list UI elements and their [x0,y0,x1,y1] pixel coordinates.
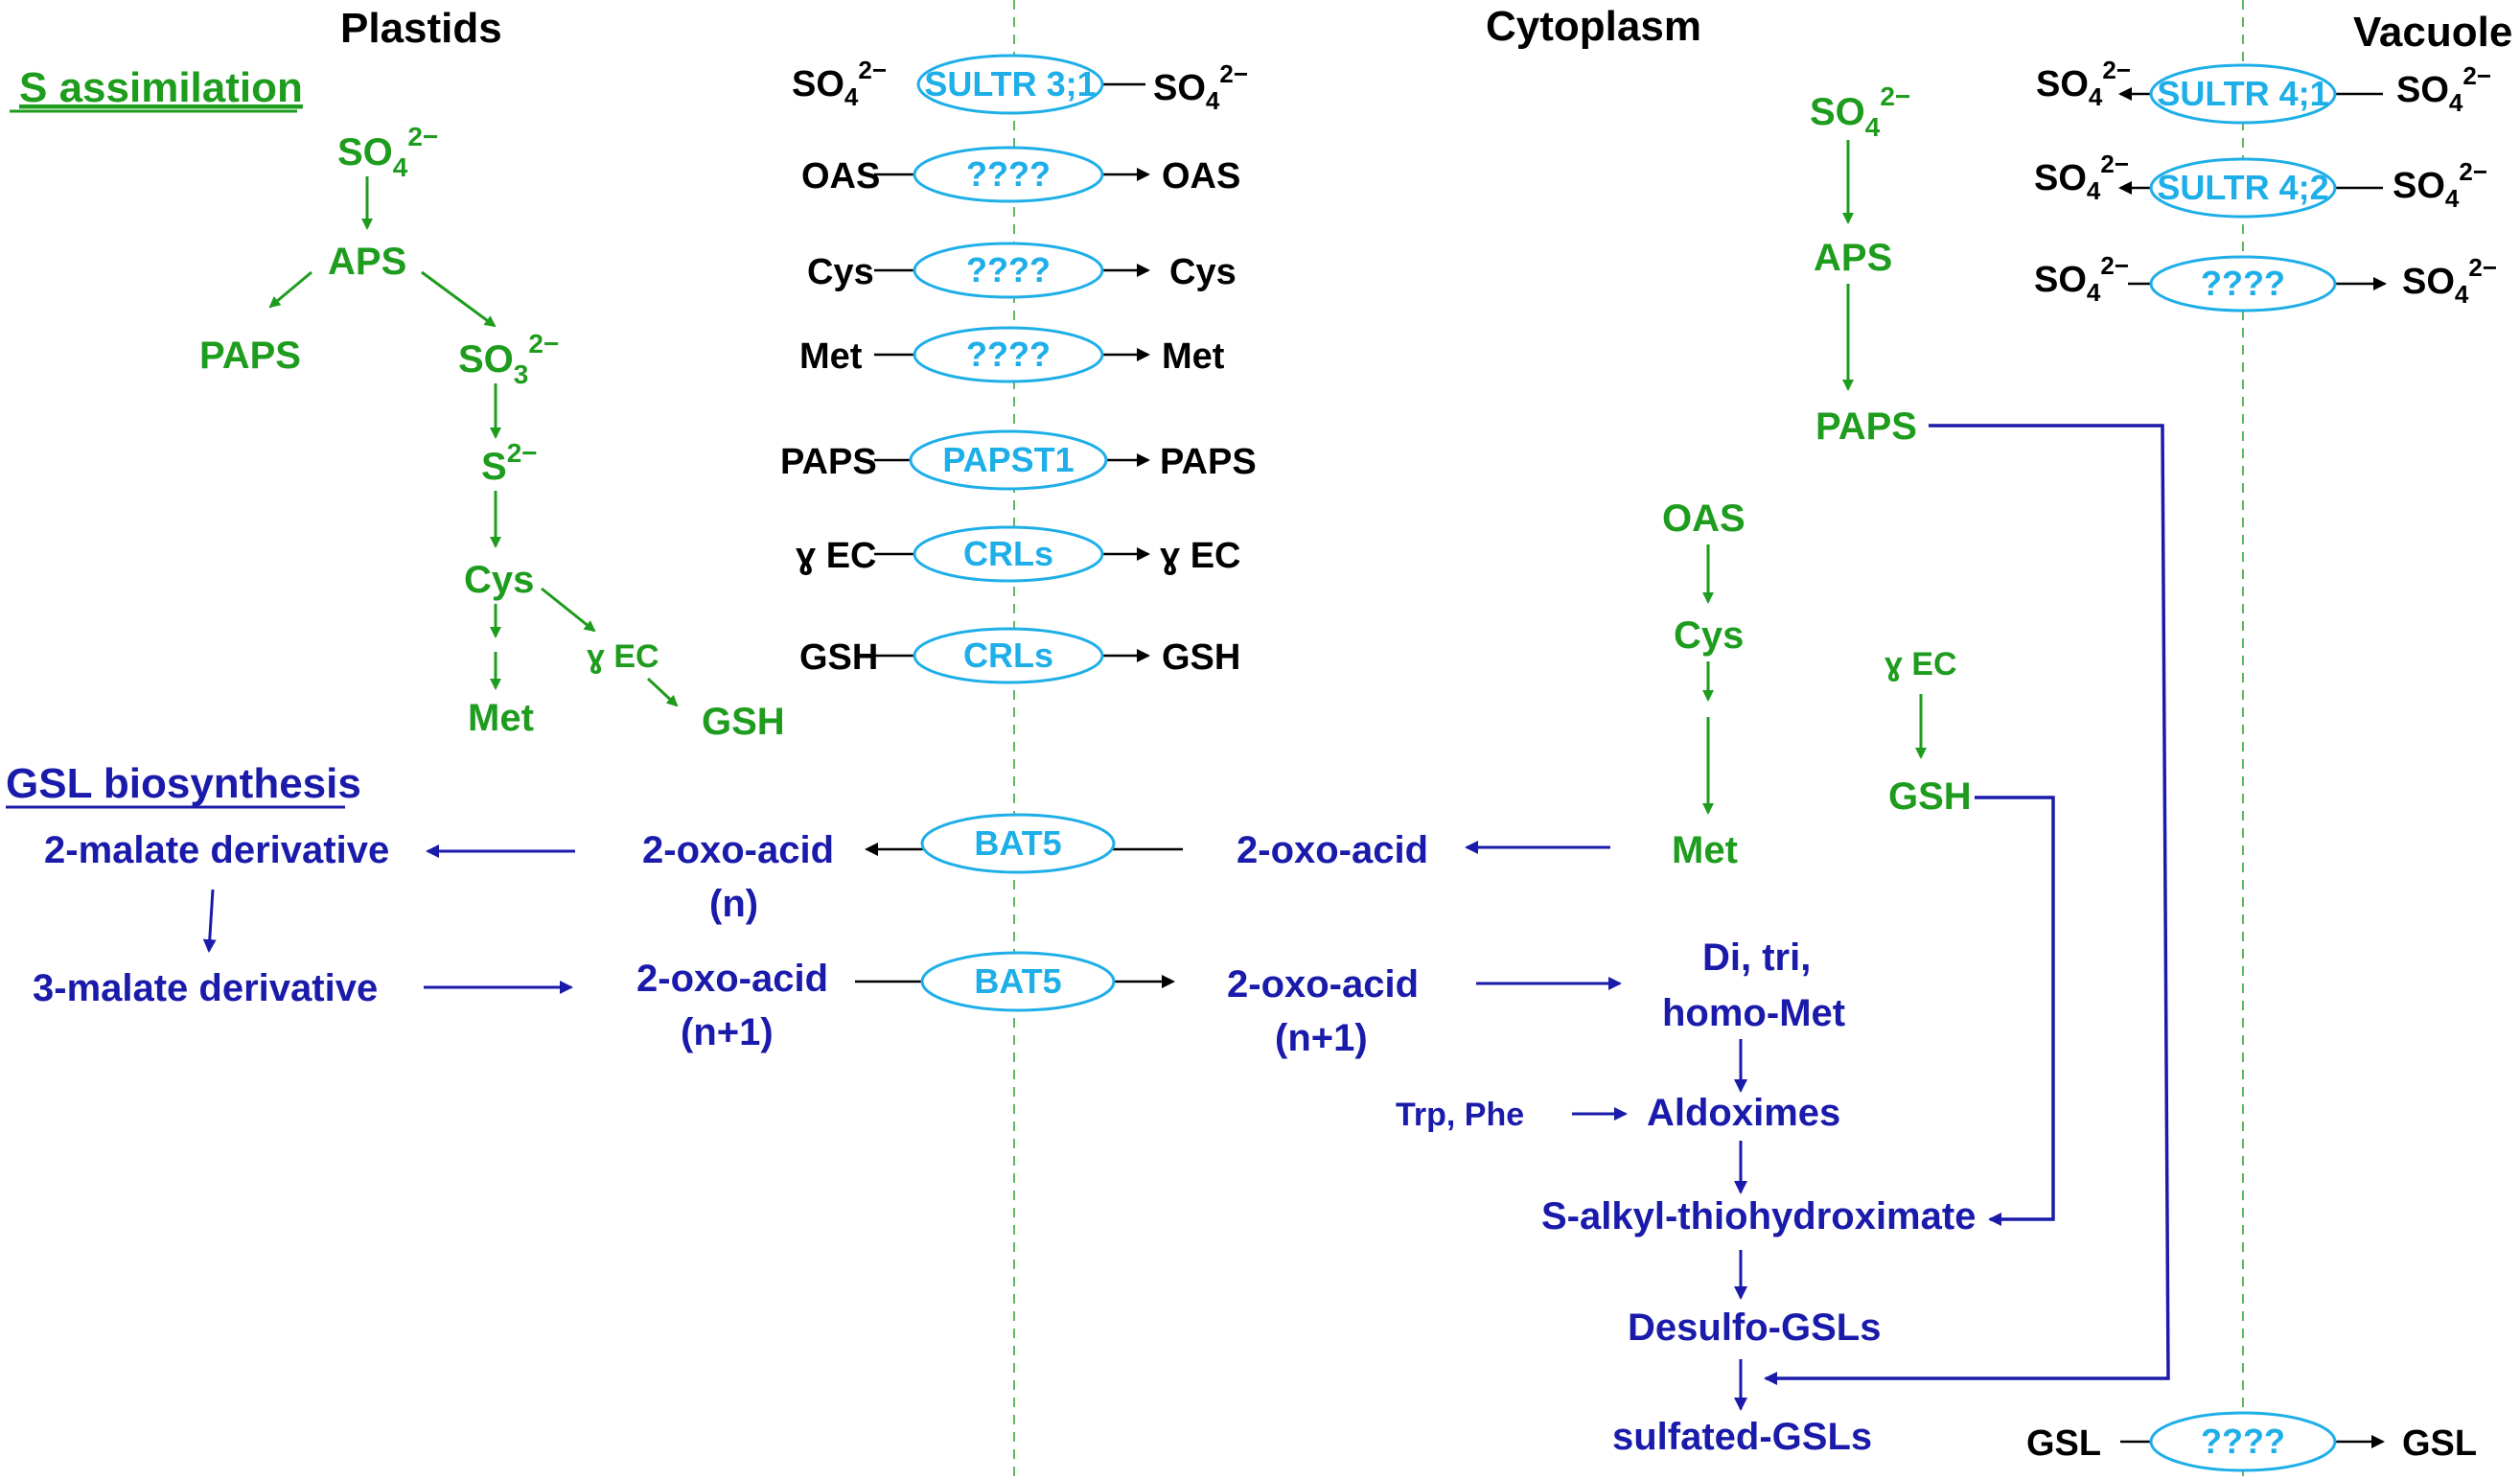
vacuole-tr-2-left: SO42− [2034,150,2129,205]
plastid-tr-6-label: CRLs [963,534,1053,573]
vacuole-tr-3-label: ???? [2201,264,2285,303]
plastid-tr-7-ellipse [913,627,1104,684]
cyto-cys: Cys [1674,614,1744,657]
cyto-oas: OAS [1662,497,1746,540]
arrow-gec-gsh [646,677,679,707]
compartment-title-plastids: Plastids [340,5,502,52]
gsl-cyto-oxo-n1-line1: 2-oxo-acid [1227,963,1419,1006]
cyto-so4: SO42− [1810,81,1910,142]
plastid-tr-3-left: Cys [807,252,874,292]
plastid-tr-1-left: SO42− [792,56,887,111]
plastid-tr-6-ellipse [913,525,1104,583]
vacuole-tr-4-left: GSL [2026,1423,2101,1464]
arrow-aps-so3 [421,270,497,328]
gsl-cyto-oxo-n1-line2: (n+1) [1275,1017,1368,1059]
plastid-met: Met [468,697,534,739]
gsl-aldoximes: Aldoximes [1647,1092,1840,1134]
gsl-oxo-n-line1: 2-oxo-acid [642,829,834,871]
plastid-s2: S2− [481,438,538,488]
plastid-tr-4-ellipse [913,326,1104,383]
connector-gsh-sat [1975,796,2055,1226]
vacuole-tr-4-label: ???? [2201,1422,2285,1461]
gsl-desulfo: Desulfo-GSLs [1628,1307,1881,1349]
vacuole-tr-3-ellipse [2149,255,2337,312]
gsl-malate3: 3-malate derivative [33,967,378,1009]
plastid-tr-7-left: GSH [799,637,878,678]
vacuole-tr-4-right: GSL [2402,1423,2477,1464]
plastid-tr-3-right: Cys [1169,252,1237,292]
plastid-tr-1-right: SO42− [1153,59,1248,115]
plastid-tr-4-left: Met [799,336,863,377]
plastid-tr-1-ellipse [916,54,1104,115]
vacuole-tr-2-ellipse [2149,157,2337,219]
vacuole-tr-1-right: SO42− [2396,61,2491,117]
cyto-aps: APS [1814,237,1892,279]
bat5-1-ellipse [920,813,1116,874]
plastid-tr-4-right: Met [1162,336,1225,377]
compartment-title-cytoplasm: Cytoplasm [1486,3,1701,50]
plastid-tr-3-ellipse [913,242,1104,299]
section-s-assimilation: S assimilation [19,64,303,111]
bat5-2-ellipse [920,951,1116,1012]
vacuole-tr-3-left: SO42− [2034,251,2129,307]
plastid-so3: SO32− [458,329,559,389]
cyto-gec: ɣ EC [1884,646,1957,682]
vacuole-tr-2-label: SULTR 4;2 [2157,168,2328,207]
plastid-tr-7-label: CRLs [963,636,1053,675]
arrow-aps-paps [268,270,312,309]
plastid-gec: ɣ EC [587,638,659,675]
gsl-sat: S-alkyl-thiohydroximate [1541,1195,1976,1237]
gsl-oxo-n1-line1: 2-oxo-acid [636,958,828,1000]
plastid-gsh: GSH [702,701,785,743]
gsl-cyto-oxo: 2-oxo-acid [1237,829,1428,871]
cyto-met: Met [1672,829,1738,871]
vacuole-tr-1-ellipse [2149,63,2337,125]
plastid-tr-6-right: ɣ EC [1160,536,1240,576]
gsl-malate2: 2-malate derivative [44,829,389,871]
gsl-dtm-line1: Di, tri, [1702,937,1811,979]
arrow-cys-gec [541,587,596,633]
plastid-aps: APS [328,241,406,283]
gsl-oxo-n1-line2: (n+1) [681,1011,774,1053]
plastid-tr-2-left: OAS [801,156,880,197]
plastid-tr-2-ellipse [913,146,1104,203]
gsl-dtm-line2: homo-Met [1662,992,1845,1034]
plastid-tr-1-label: SULTR 3;1 [924,64,1096,104]
plastid-so4: SO42− [337,122,438,182]
bat5-2-label: BAT5 [974,961,1061,1001]
cyto-paps: PAPS [1815,405,1917,448]
plastid-tr-2-right: OAS [1162,156,1240,197]
plastid-paps: PAPS [199,335,301,377]
plastid-tr-5-ellipse [909,429,1108,491]
connector-paps-desulfo [1764,424,2170,1385]
compartment-title-vacuole: Vacuole [2353,9,2512,56]
plastid-tr-5-right: PAPS [1160,442,1257,482]
gsl-sulfated: sulfated-GSLs [1612,1416,1872,1458]
vacuole-tr-3-right: SO42− [2402,253,2497,309]
plastid-cys: Cys [464,559,534,601]
vacuole-tr-2-right: SO42− [2393,157,2487,213]
gsl-oxo-n-line2: (n) [709,883,758,925]
bat5-1-label: BAT5 [974,823,1061,863]
arrow-malate2-malate3 [202,889,217,953]
plastid-tr-4-label: ???? [966,335,1051,374]
plastid-tr-3-label: ???? [966,250,1051,289]
plastid-tr-2-label: ???? [966,154,1051,194]
plastid-tr-5-left: PAPS [780,442,877,482]
vacuole-tr-1-label: SULTR 4;1 [2157,74,2328,113]
vacuole-tr-4-ellipse [2149,1411,2337,1472]
plastid-tr-7-right: GSH [1162,637,1240,678]
vacuole-tr-1-left: SO42− [2036,56,2131,111]
plastid-tr-5-label: PAPST1 [942,440,1074,479]
section-gsl-biosynthesis: GSL biosynthesis [6,760,361,807]
gsl-trp-phe: Trp, Phe [1396,1097,1524,1133]
cyto-gsh: GSH [1888,775,1972,818]
plastid-tr-6-left: ɣ EC [796,536,876,576]
